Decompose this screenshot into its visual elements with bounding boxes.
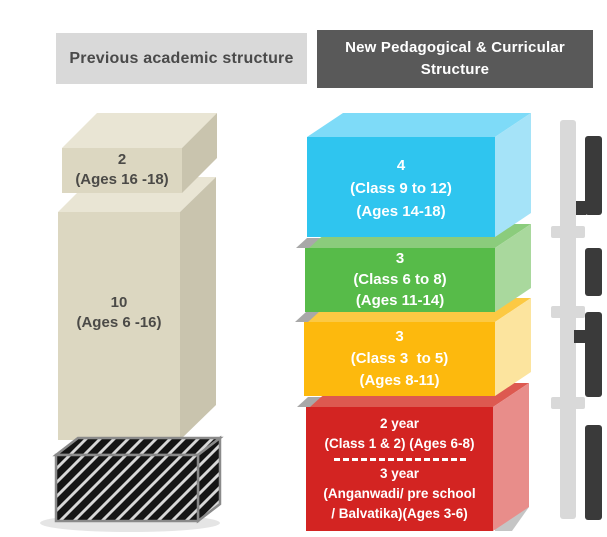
stage-middle-classes: (Class 6 to 8) xyxy=(353,271,447,288)
stage-middle-side-face xyxy=(495,224,531,312)
stage-preparatory-front-face xyxy=(304,322,495,396)
shadow-wedge-blue-green xyxy=(296,238,320,248)
block-2-ages: (Ages 16 -18) xyxy=(75,171,169,188)
edge-label-bar-3-stub xyxy=(574,330,586,343)
dashed-divider xyxy=(333,458,466,461)
stage-foundational-part1-detail: (Class 1 & 2) (Ages 6-8) xyxy=(324,436,475,451)
shadow-wedge-green-yellow xyxy=(295,312,319,322)
edge-label-bar-4 xyxy=(585,425,602,520)
block-10-front-face xyxy=(58,212,180,440)
stage-foundational-part2-detail-line1: (Anganwadi/ pre school xyxy=(323,486,476,501)
stage-preparatory-ages: (Ages 8-11) xyxy=(359,371,440,389)
edge-label-bar-3 xyxy=(585,312,602,397)
new-structure-header-line1: New Pedagogical & Curricular xyxy=(345,39,565,56)
ruler-tick-3 xyxy=(551,397,585,409)
block-2-side-face xyxy=(182,113,217,193)
shadow-wedge-yellow-red xyxy=(297,397,321,407)
block-10-side-face xyxy=(180,177,216,440)
stage-preparatory-classes: (Class 3 to 5) xyxy=(350,349,449,367)
block-2-top-face xyxy=(62,113,217,148)
stage-preparatory-years: 3 xyxy=(395,327,404,345)
stage-middle-front-face xyxy=(305,248,495,312)
stage-secondary-front-face xyxy=(307,137,495,237)
new-structure-header: New Pedagogical & Curricular Structure xyxy=(317,30,593,88)
block-2-front-face xyxy=(62,148,182,193)
stage-middle-label: 3 (Class 6 to 8) (Ages 11-14) xyxy=(305,247,495,312)
stage-secondary-years: 4 xyxy=(396,156,406,174)
stage-foundational-label: 2 year (Class 1 & 2) (Ages 6-8) 3 year (… xyxy=(306,407,493,531)
new-structure-header-line2: Structure xyxy=(420,61,490,78)
stage-foundational-front-face xyxy=(306,407,493,531)
previous-structure-header-label: Previous academic structure xyxy=(69,49,294,67)
edge-label-bar-1 xyxy=(585,136,602,215)
stage-foundational-part2-years: 3 year xyxy=(379,466,420,481)
ruler-tick-1 xyxy=(551,226,585,238)
stage-preparatory-label: 3 (Class 3 to 5) (Ages 8-11) xyxy=(304,321,495,396)
block-10-label: 10 (Ages 6 -16) xyxy=(58,283,180,343)
stage-secondary-classes: (Class 9 to 12) xyxy=(350,179,452,197)
stage-secondary-top-face xyxy=(307,113,531,137)
ruler-tick-2 xyxy=(551,306,585,318)
stage-middle-years: 3 xyxy=(395,250,405,267)
stage-foundational-side-face xyxy=(493,383,529,531)
stage-preparatory-side-face xyxy=(495,298,531,396)
hatched-base-front-face xyxy=(54,453,200,523)
stage-secondary-ages: (Ages 14-18) xyxy=(356,202,446,220)
stage-secondary-label: 4 (Class 9 to 12) (Ages 14-18) xyxy=(307,146,495,230)
block-2-years: 2 xyxy=(117,151,127,168)
stage-ruler-bar xyxy=(560,120,576,519)
red-bottom-shadow xyxy=(495,507,529,531)
edge-label-bar-2 xyxy=(585,248,602,296)
stage-secondary-side-face xyxy=(495,113,531,237)
block-10-years: 10 xyxy=(110,294,128,311)
previous-structure-header: Previous academic structure xyxy=(56,33,307,84)
edge-label-bar-1-stub xyxy=(576,201,586,215)
stage-foundational-part2-detail-line2: / Balvatika)(Ages 3-6) xyxy=(331,506,468,521)
stage-foundational-part1-years: 2 year xyxy=(379,416,420,431)
block-10-ages: (Ages 6 -16) xyxy=(76,314,162,331)
block-2-label: 2 (Ages 16 -18) xyxy=(62,147,182,193)
stage-middle-ages: (Ages 11-14) xyxy=(355,292,445,309)
hatched-base-top-face xyxy=(52,436,224,457)
